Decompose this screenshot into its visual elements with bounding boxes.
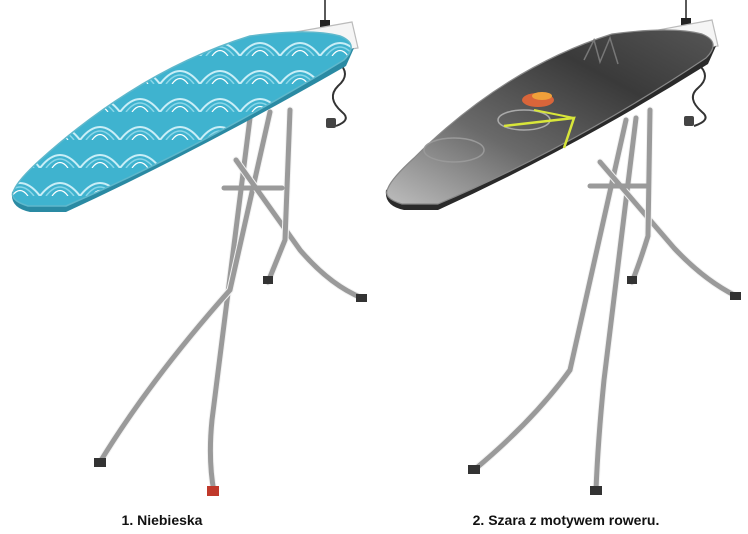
board-cover-grey bbox=[386, 29, 714, 205]
product-caption: 1. Niebieska bbox=[121, 512, 203, 528]
bicycle-motif-icon bbox=[423, 35, 619, 163]
foot bbox=[94, 458, 106, 467]
board-cover-blue bbox=[11, 31, 352, 207]
product-grey-ironing-board: 2. Szara z motywem roweru. bbox=[374, 0, 748, 534]
product-caption: 2. Szara z motywem roweru. bbox=[472, 512, 660, 528]
board-legs bbox=[96, 106, 366, 496]
foot bbox=[590, 486, 602, 495]
grey-ironing-board-illustration bbox=[385, 0, 741, 495]
foot bbox=[468, 465, 480, 474]
product-blue-ironing-board: 1. Niebieska bbox=[11, 0, 367, 528]
blue-ironing-board-illustration bbox=[11, 0, 367, 496]
foot bbox=[627, 276, 637, 284]
foot bbox=[356, 294, 367, 302]
foot-red bbox=[207, 486, 219, 496]
foot bbox=[263, 276, 273, 284]
cord-icon bbox=[320, 0, 347, 128]
cord-icon bbox=[681, 0, 707, 127]
foot bbox=[730, 292, 741, 300]
